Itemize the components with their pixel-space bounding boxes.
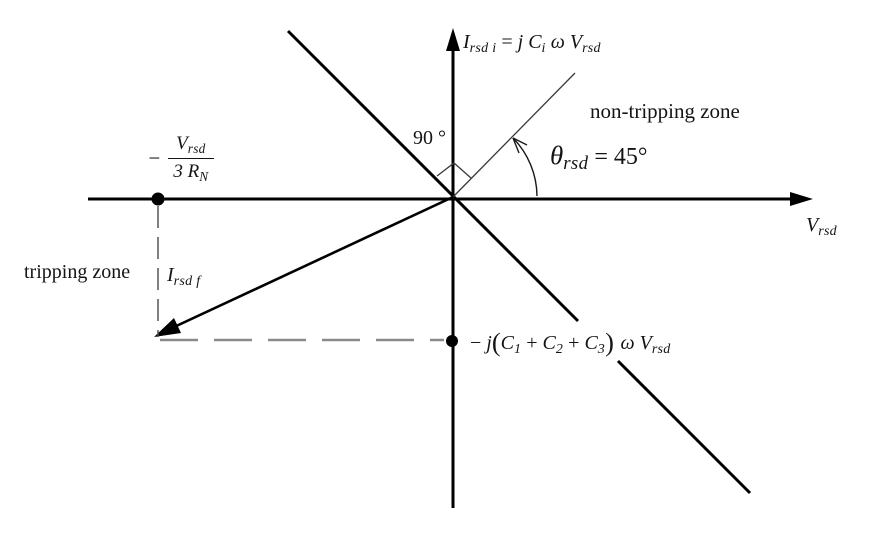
- x-axis-arrowhead-icon: [790, 192, 813, 206]
- theta-arc-arrow-wing1: [512, 137, 520, 154]
- x-axis-label: Vrsd: [806, 214, 837, 239]
- boundary-line-lower-segment: [616, 359, 752, 495]
- tripping-zone-label: tripping zone: [24, 261, 131, 283]
- theta-arc-arrow-wing2: [512, 137, 528, 146]
- non-tripping-zone-label: non-tripping zone: [590, 99, 740, 123]
- fault-current-arrowhead-icon: [154, 318, 181, 337]
- fault-current-vector-line: [171, 195, 454, 330]
- ninety-degree-label: 90 °: [413, 127, 446, 149]
- dot-neg-capacitive-sum: [446, 335, 458, 347]
- right-angle-marker-icon: [436, 162, 472, 179]
- neg-vrsd-over-3rn-label: − Vrsd 3 RN: [147, 133, 214, 183]
- boundary-line-upper-segment: [286, 29, 580, 323]
- fraction: Vrsd 3 RN: [168, 133, 214, 184]
- fraction-numerator: Vrsd: [168, 133, 214, 159]
- fault-current-label: Irsd f: [167, 264, 201, 289]
- minus-sign: −: [147, 145, 162, 170]
- capacitive-sum-formula-label: − j(C1 + C2 + C3) ω Vrsd: [470, 327, 671, 358]
- theta-angle-label: θrsd = 45°: [550, 140, 648, 175]
- fraction-denominator: 3 RN: [173, 160, 209, 184]
- y-axis-formula-label: Irsd i = j Ci ω Vrsd: [463, 31, 601, 56]
- dot-neg-vrsd-over-3rn: [151, 192, 165, 206]
- fault-current-vector: [154, 195, 454, 337]
- y-axis-arrowhead-icon: [446, 28, 460, 51]
- reference-line-45deg: [452, 72, 576, 198]
- boundary-line-135deg: [286, 29, 752, 495]
- theta-arc-path: [512, 137, 538, 197]
- theta-arc: [512, 137, 538, 197]
